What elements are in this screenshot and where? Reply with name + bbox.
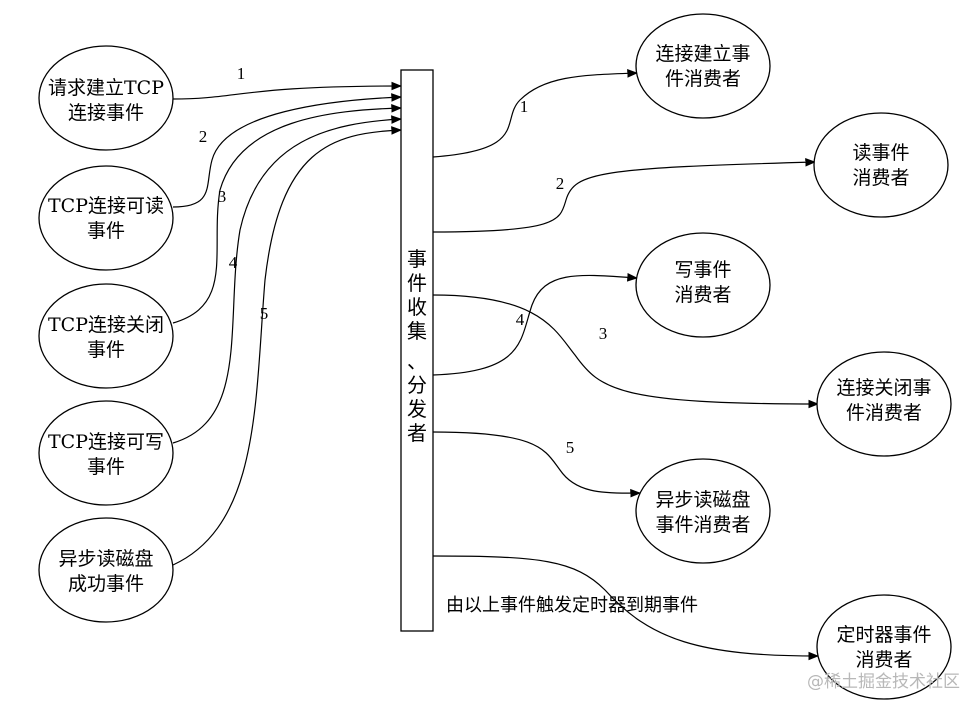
incoming-edge-labels: 1 2 3 4 5	[199, 64, 269, 323]
node-label-line: 连接关闭事	[836, 377, 931, 399]
incoming-edges	[172, 81, 403, 566]
node-label-line: 读事件	[852, 142, 909, 164]
node-label-line: TCP连接可写	[48, 431, 164, 453]
edge-label-out-4: 4	[516, 310, 525, 329]
consumer-node-4: 连接关闭事 件消费者	[816, 351, 952, 457]
collector-char-6: 发	[407, 397, 427, 421]
node-label-line: 件消费者	[665, 68, 741, 90]
node-label-line: 消费者	[852, 167, 909, 189]
collector-char-4: 、	[407, 349, 427, 373]
consumer-node-5: 异步读磁盘 事件消费者	[635, 458, 771, 564]
edge-consumer-5	[432, 431, 642, 498]
node-label-line: 件消费者	[846, 402, 922, 424]
node-label-line: 异步读磁盘	[655, 489, 750, 511]
edge-source-4	[172, 115, 403, 444]
edge-label-out-5: 5	[566, 438, 575, 457]
consumer-node-ellipse	[635, 13, 771, 119]
source-node-3: TCP连接关闭 事件	[38, 283, 174, 389]
source-node-ellipse	[38, 45, 174, 151]
edge-label-in-5: 5	[260, 304, 269, 323]
node-label-line: 事件	[87, 339, 125, 361]
collector-char-2: 收	[407, 295, 427, 319]
collector-char-5: 分	[407, 373, 427, 397]
source-node-ellipse	[38, 165, 174, 271]
source-node-ellipse	[38, 283, 174, 389]
node-label-line: 消费者	[674, 284, 731, 306]
edge-source-1	[172, 81, 403, 100]
consumer-node-ellipse	[816, 351, 952, 457]
edge-label-in-3: 3	[218, 187, 227, 206]
node-label-line: TCP连接关闭	[48, 314, 164, 336]
node-label-line: 消费者	[855, 649, 912, 671]
source-node-ellipse	[38, 400, 174, 506]
source-node-ellipse	[38, 517, 174, 623]
edge-consumer-1	[432, 69, 639, 158]
source-node-4: TCP连接可写 事件	[38, 400, 174, 506]
collector-char-1: 件	[407, 271, 427, 295]
consumer-node-ellipse	[635, 232, 771, 338]
edge-label-in-1: 1	[237, 64, 246, 83]
edge-source-5	[172, 126, 403, 566]
watermark: @稀土掘金技术社区	[807, 672, 960, 692]
edge-label-out-1: 1	[520, 97, 529, 116]
consumer-node-1: 连接建立事 件消费者	[635, 13, 771, 119]
node-label-line: 事件消费者	[655, 514, 750, 536]
outgoing-edge-labels: 1 2 4 3 5	[516, 97, 608, 457]
edge-consumer-timer	[432, 555, 820, 661]
event-collector: 事 件 收 集 、 分 发 者	[400, 69, 434, 632]
collector-char-3: 集	[407, 319, 427, 343]
edge-consumer-4	[432, 273, 639, 376]
node-label-line: 定时器事件	[836, 624, 931, 646]
timer-note: 由以上事件触发定时器到期事件	[446, 595, 698, 616]
consumer-node-3: 写事件 消费者	[635, 232, 771, 338]
consumer-node-2: 读事件 消费者	[813, 112, 949, 218]
source-node-5: 异步读磁盘 成功事件	[38, 517, 174, 623]
consumer-node-ellipse	[816, 594, 952, 700]
edge-label-in-2: 2	[199, 127, 208, 146]
consumer-node-ellipse	[635, 458, 771, 564]
edge-consumer-2	[432, 157, 817, 233]
node-label-line: 成功事件	[68, 573, 144, 595]
collector-char-0: 事	[407, 247, 427, 271]
edge-label-in-4: 4	[229, 253, 238, 272]
node-label-line: 连接事件	[68, 102, 144, 124]
node-label-line: 连接建立事	[655, 43, 750, 65]
node-label-line: 事件	[87, 456, 125, 478]
collector-char-7: 者	[407, 421, 427, 445]
edge-label-out-2: 2	[556, 174, 565, 193]
edge-source-2	[172, 93, 403, 208]
edge-consumer-3	[432, 294, 820, 409]
source-node-1: 请求建立TCP 连接事件	[38, 45, 174, 151]
node-label-line: TCP连接可读	[48, 195, 164, 217]
node-label-line: 请求建立TCP	[48, 77, 164, 99]
source-node-2: TCP连接可读 事件	[38, 165, 174, 271]
node-label-line: 事件	[87, 220, 125, 242]
event-collector-box	[400, 69, 434, 632]
consumer-node-timer: 定时器事件 消费者	[816, 594, 952, 700]
node-label-line: 写事件	[674, 259, 731, 281]
consumer-node-ellipse	[813, 112, 949, 218]
outgoing-edges	[432, 69, 820, 661]
edge-label-out-3: 3	[599, 324, 608, 343]
edge-source-3	[172, 103, 403, 324]
node-label-line: 异步读磁盘	[58, 548, 153, 570]
